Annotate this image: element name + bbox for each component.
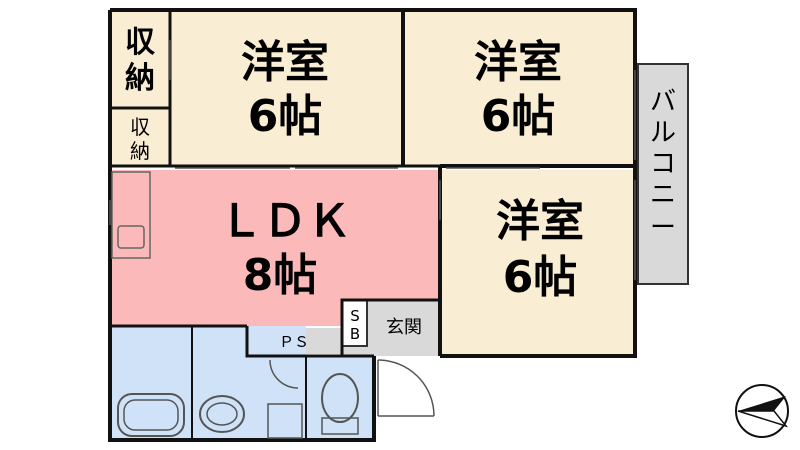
washbasin-bowl-icon — [206, 402, 238, 426]
storage-small-label: 納 — [130, 139, 150, 163]
wash-room-door — [269, 359, 299, 389]
western-room-1-name: 洋室 — [241, 37, 329, 88]
door-marks — [109, 40, 636, 280]
balcony-char: コ — [650, 149, 676, 179]
western-room-3 — [440, 170, 635, 354]
storage-small-label: 収 — [130, 115, 150, 139]
entrance-door — [377, 359, 435, 417]
bathtub-icon — [117, 393, 185, 437]
balcony-char: ー — [650, 213, 676, 243]
shoe-box-label: B — [350, 325, 360, 343]
western-room-2-name: 洋室 — [474, 37, 562, 88]
balcony-char: ル — [650, 118, 676, 148]
storage-top-label: 収 — [125, 25, 156, 60]
pipe-space-label: ＰＳ — [279, 333, 309, 351]
toilet-icon — [321, 373, 359, 423]
western-room-2-size: 6帖 — [481, 91, 556, 142]
storage-top-label: 納 — [125, 61, 155, 96]
balcony — [637, 63, 689, 285]
shoe-box-label: S — [350, 307, 360, 325]
toilet — [306, 356, 374, 440]
balcony-char: ニ — [650, 180, 676, 210]
ldk-size: 8帖 — [243, 250, 318, 301]
western-room-2 — [403, 10, 635, 166]
bathtub-inner-icon — [123, 399, 179, 431]
north-arrow-icon — [735, 384, 789, 438]
storage-top — [110, 10, 170, 108]
western-room-1 — [170, 10, 403, 166]
western-room-3-size: 6帖 — [503, 252, 578, 303]
balcony-char: バ — [650, 87, 676, 117]
washbasin-icon — [199, 395, 245, 433]
western-room-1-size: 6帖 — [248, 91, 323, 142]
balcony-label: バ ル コ ニ ー — [650, 87, 676, 243]
toilet-tank-icon — [321, 417, 359, 435]
kitchen-counter — [111, 171, 151, 259]
kitchen-sink — [117, 225, 145, 249]
bathroom — [110, 326, 192, 440]
entrance-label: 玄関 — [386, 317, 422, 338]
storage-small — [110, 108, 170, 166]
ldk-name: ＬＤＫ — [219, 196, 351, 247]
washing-machine-space — [267, 403, 303, 439]
western-room-3-name: 洋室 — [496, 196, 584, 247]
